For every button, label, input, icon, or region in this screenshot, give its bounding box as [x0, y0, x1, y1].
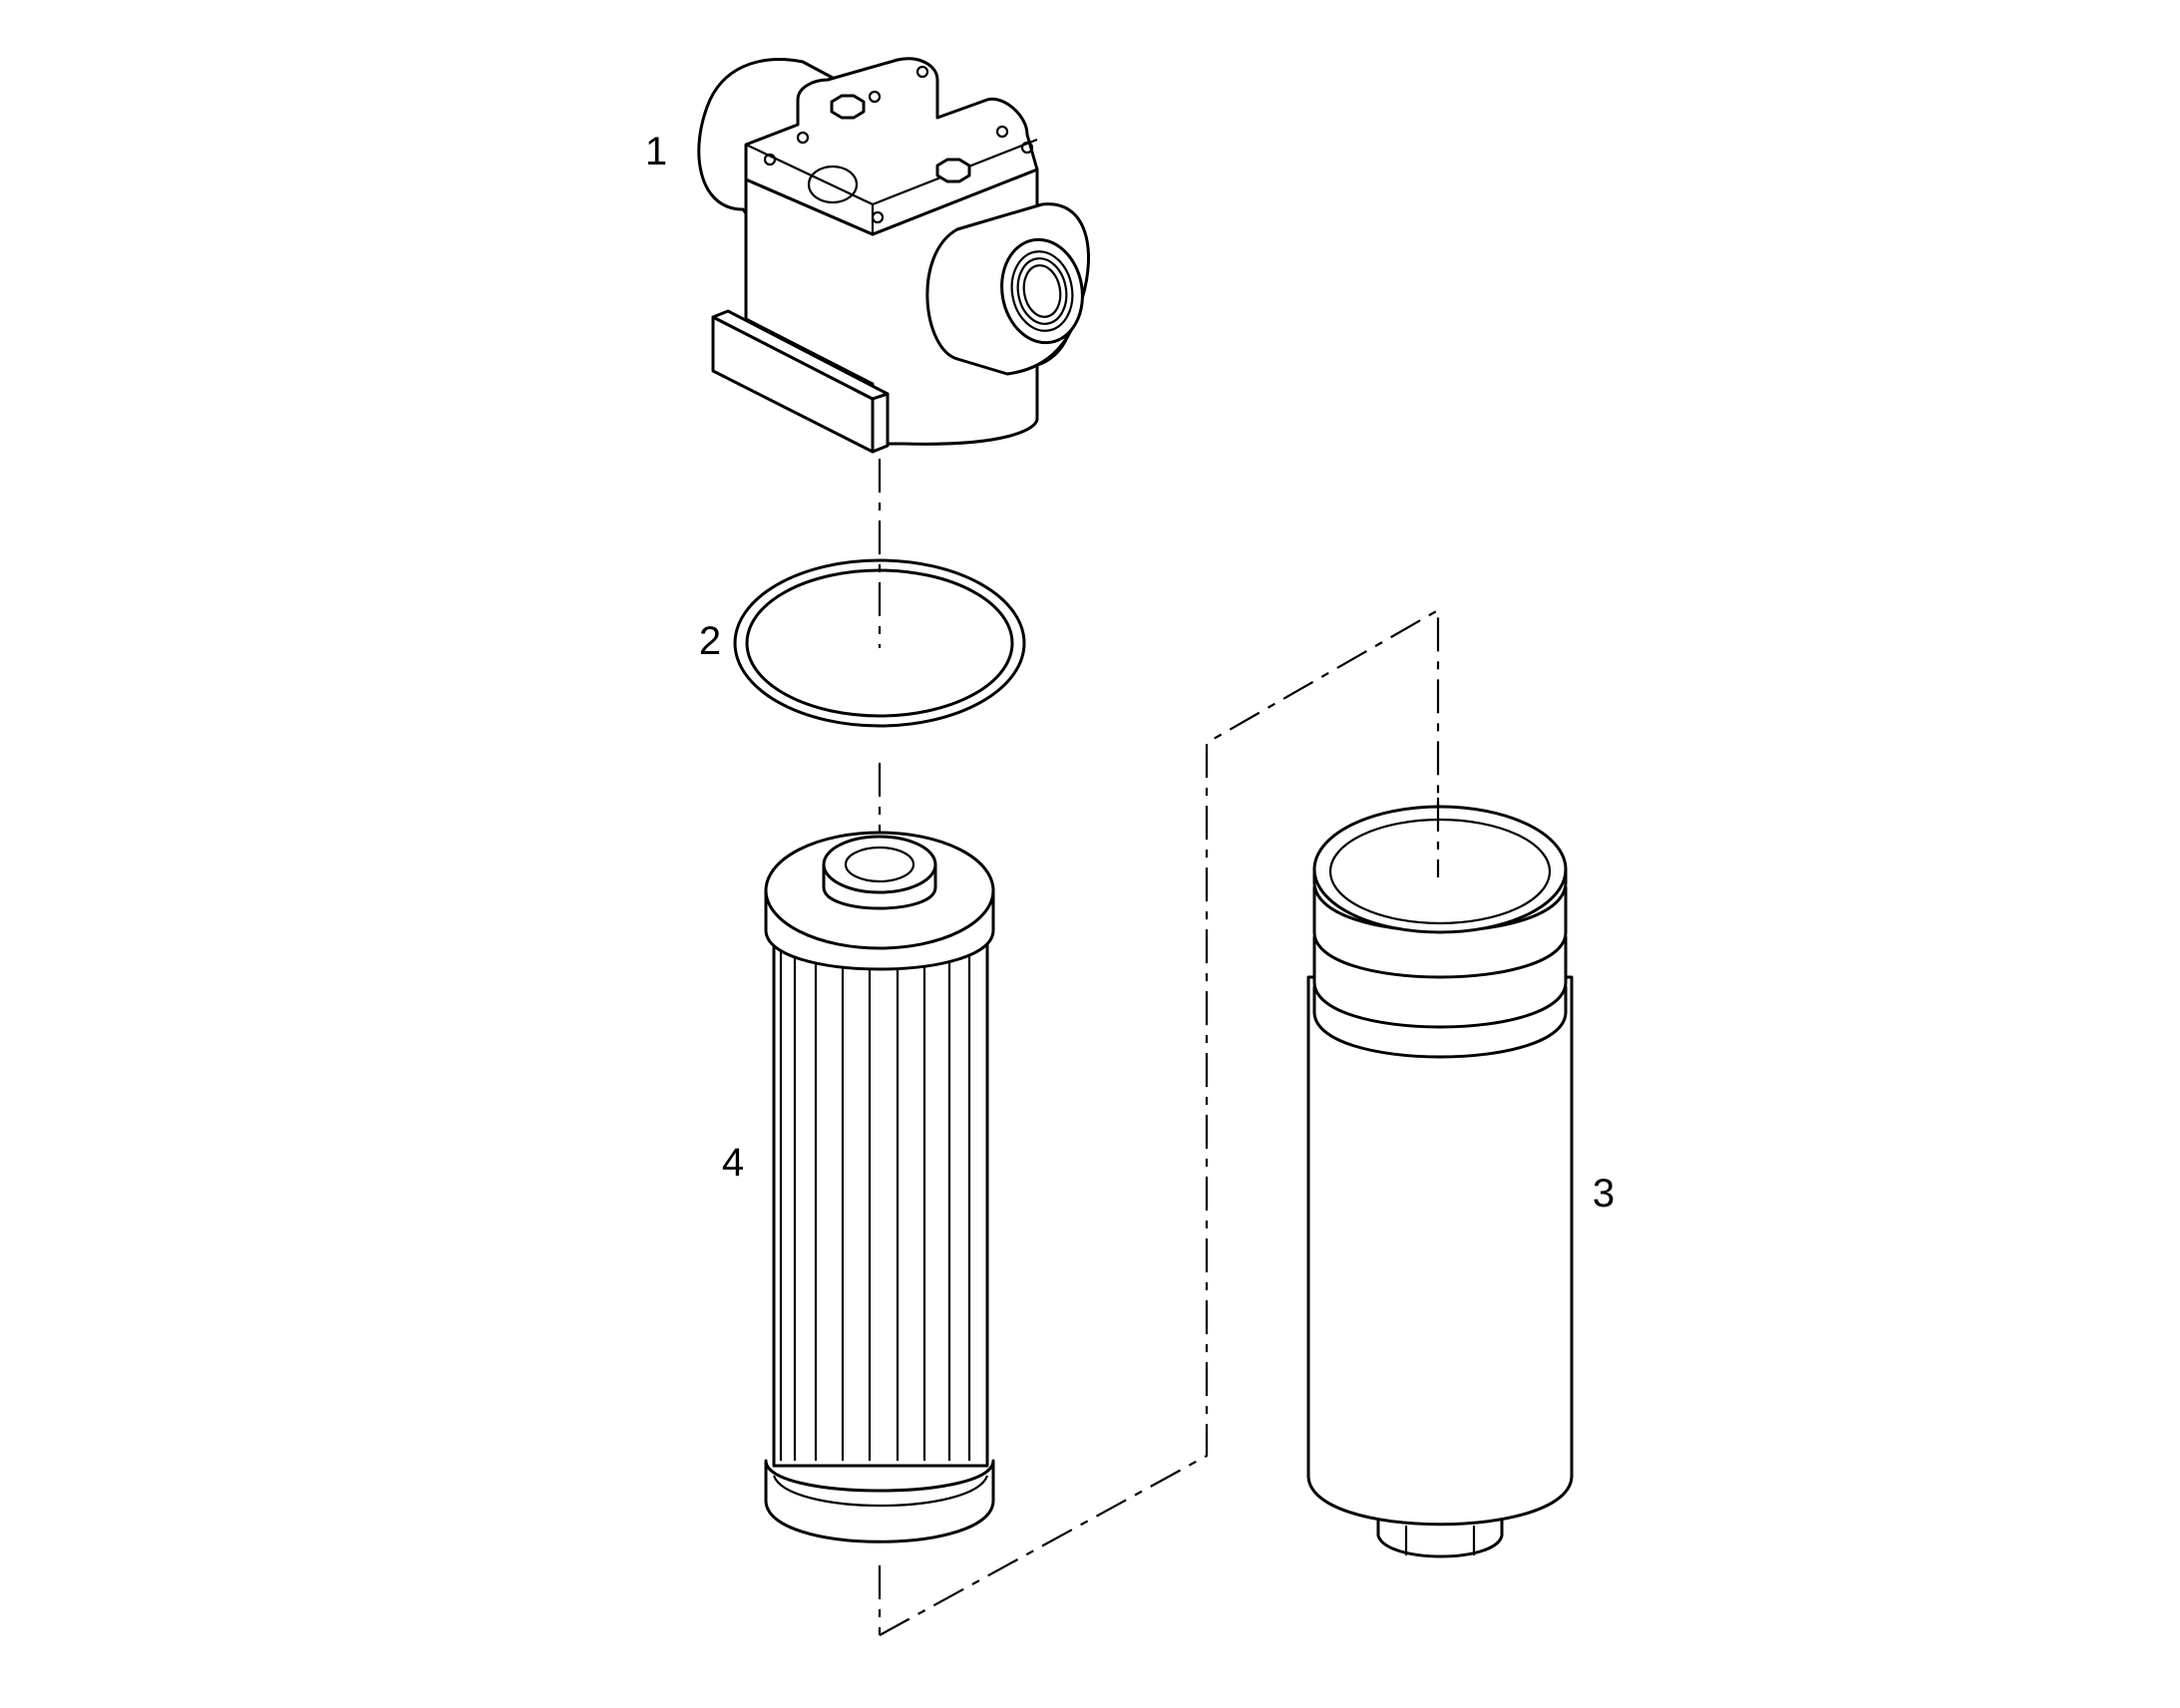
- callout-3: 3: [1592, 1172, 1616, 1215]
- housing-port-bore: [1022, 264, 1062, 318]
- assembly-path-bowl: [879, 608, 1440, 1636]
- housing-bolt-head: [935, 158, 971, 183]
- housing-bolt-hole: [995, 125, 1009, 139]
- filter-bowl-opening: [1328, 818, 1552, 925]
- o-ring: [733, 558, 1026, 728]
- housing-bolt-head: [830, 94, 866, 120]
- housing-port-thread: [1010, 250, 1074, 332]
- housing-bolt-hole: [915, 65, 929, 79]
- filter-element-bottom-edge: [772, 1475, 989, 1507]
- filter-element-pleats: [779, 942, 971, 1461]
- housing-mounting-rail-end: [871, 392, 890, 454]
- callout-2: 2: [698, 619, 722, 663]
- filter-element-bottom-cap: [764, 1459, 995, 1543]
- filter-element: [764, 831, 995, 1543]
- housing-bolt-hole: [763, 153, 777, 167]
- housing-bolt-hole: [871, 210, 885, 224]
- o-ring-inner: [745, 568, 1014, 718]
- o-ring-outer: [733, 558, 1026, 728]
- housing-head: [697, 57, 1090, 454]
- filter-element-spigot-face: [822, 835, 937, 894]
- housing-port-thread: [1016, 257, 1068, 325]
- housing-bolt-hole: [1020, 141, 1034, 155]
- callout-4: 4: [721, 1141, 745, 1185]
- housing-top-plate: [744, 57, 1039, 236]
- filter-element-bore: [844, 846, 915, 883]
- filter-bowl-body: [1306, 975, 1574, 1527]
- housing-port-hole: [807, 165, 859, 204]
- filter-bowl-rim: [1312, 805, 1568, 934]
- housing-bolt-hole: [796, 131, 810, 145]
- filter-element-body: [772, 933, 989, 1468]
- filter-bowl: [1306, 798, 1574, 1558]
- housing-bolt-hole: [868, 90, 882, 104]
- callout-1: 1: [644, 130, 668, 173]
